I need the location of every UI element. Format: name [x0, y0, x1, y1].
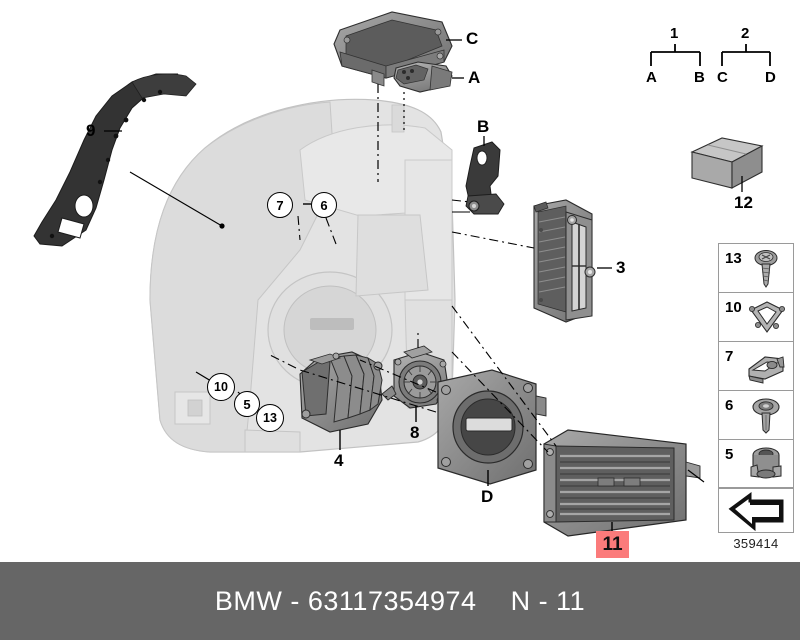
bent-arrow-icon	[728, 492, 784, 532]
callout-number-8: 8	[410, 423, 420, 442]
legend-item-13[interactable]: 13	[718, 243, 794, 292]
part-11-control-module	[543, 429, 701, 537]
callout-circle-5: 5	[234, 391, 260, 417]
part-D-projector-housing	[437, 369, 547, 485]
spring-clip-icon	[748, 356, 785, 384]
part-12-packaging-box	[690, 137, 764, 189]
footer-sheet-code: N - 11	[510, 585, 586, 616]
part-4-finned-cover	[299, 351, 383, 433]
legend-number-5: 5	[725, 446, 734, 463]
callout-11-highlight	[596, 531, 629, 558]
legend-number-10: 10	[725, 299, 742, 316]
bracket-group-2-left: C	[717, 69, 728, 86]
hardware-legend: 13 10 7	[718, 243, 794, 488]
callout-letter-B: B	[477, 117, 490, 136]
bracket-group-1-left: A	[646, 69, 657, 86]
orientation-arrow-box	[718, 488, 794, 533]
footer-part-number: BMW - 63117354974	[214, 585, 477, 616]
legend-item-6[interactable]: 6	[718, 390, 794, 439]
bracket-group-2-number: 2	[741, 25, 750, 42]
callout-number-4: 4	[334, 451, 344, 470]
legend-item-5[interactable]: 5	[718, 439, 794, 488]
legend-number-6: 6	[725, 397, 734, 414]
callout-circle-7: 7	[267, 192, 293, 218]
callout-circle-10: 10	[207, 373, 235, 401]
callout-letter-D: D	[481, 487, 494, 506]
callout-letter-C: C	[466, 29, 479, 48]
legend-number-7: 7	[725, 348, 734, 365]
bracket-group-1-right: B	[694, 69, 705, 86]
frame-bracket-icon	[749, 301, 786, 333]
part-A-mounting-tab	[393, 61, 453, 93]
bracket-group-1-number: 1	[670, 25, 679, 42]
part-9-side-bracket	[33, 73, 197, 247]
bracket-group-2-right: D	[765, 69, 776, 86]
legend-item-7[interactable]: 7	[718, 341, 794, 390]
callout-number-3: 3	[616, 258, 626, 277]
part-C-cover-plate	[333, 11, 453, 87]
callout-number-11: 11	[602, 533, 623, 555]
rivet-icon	[752, 398, 780, 434]
bulb-socket-icon	[750, 447, 782, 479]
headlight-housing-ghost	[149, 98, 456, 453]
part-8-blower-fan	[381, 345, 449, 409]
legend-item-10[interactable]: 10	[718, 292, 794, 341]
footer-bar: BMW - 63117354974 N - 11	[0, 562, 800, 640]
part-B-bracket	[465, 141, 505, 215]
callout-letter-A: A	[468, 68, 481, 87]
callout-number-9: 9	[86, 121, 96, 140]
screw-icon	[754, 250, 778, 288]
part-3-heat-exchanger	[533, 199, 596, 323]
callout-circle-13: 13	[256, 404, 284, 432]
drawing-number: 359414	[733, 536, 779, 551]
callout-circle-6: 6	[311, 192, 337, 218]
callout-number-12: 12	[734, 193, 753, 212]
legend-number-13: 13	[725, 250, 742, 267]
